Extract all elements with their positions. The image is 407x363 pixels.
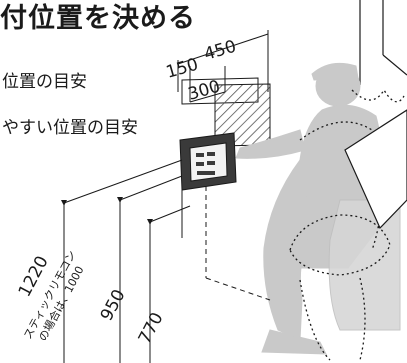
legend-line-1: 位置の目安	[2, 72, 87, 92]
page-title: 付位置を決める	[0, 3, 196, 34]
dimension-950: 950	[97, 286, 130, 324]
top-dimension-lines	[177, 30, 269, 103]
toilet-outline-dotted	[289, 88, 405, 361]
remote-controller	[179, 132, 237, 191]
dimension-150: 150	[164, 55, 201, 83]
dimension-450: 450	[202, 37, 239, 65]
callout-flap	[344, 109, 407, 230]
dimension-770: 770	[135, 309, 168, 347]
wall-lines	[359, 0, 407, 85]
height-dimension-lines	[61, 159, 271, 363]
legend-line-2: やすい位置の目安	[2, 118, 138, 138]
toilet	[328, 199, 401, 331]
